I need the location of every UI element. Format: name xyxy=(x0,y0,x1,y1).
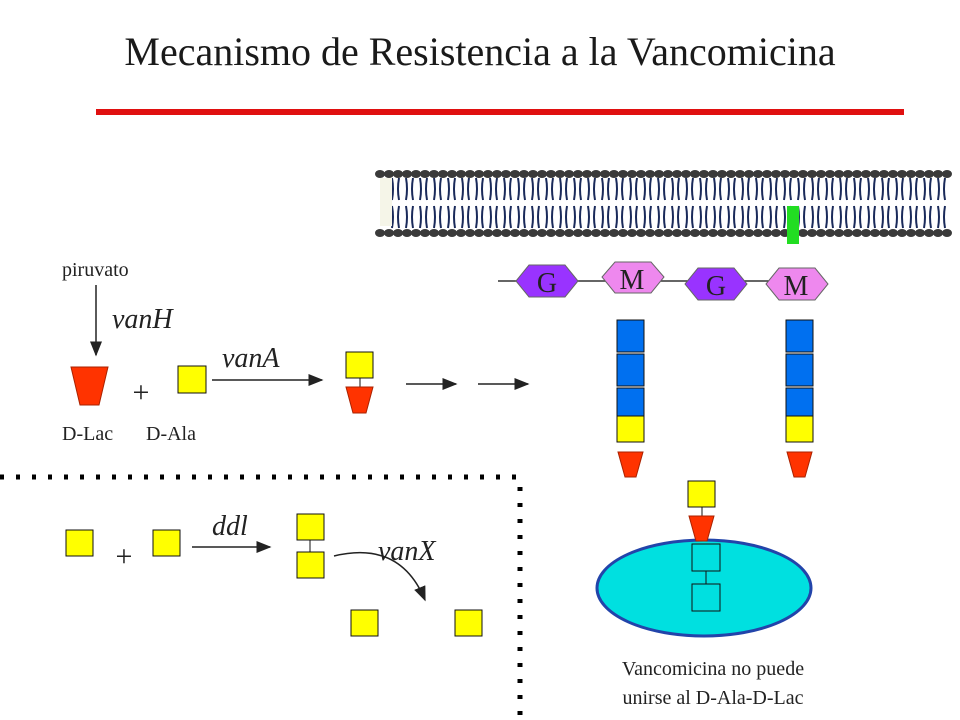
d-ala-product-2 xyxy=(454,609,483,637)
d-ala-product-1 xyxy=(350,609,379,637)
g-sugar-2-label: G xyxy=(706,271,726,302)
m-sugar-2-label: M xyxy=(784,271,809,302)
membrane-protein xyxy=(787,206,799,244)
d-ala-d-lac-lac xyxy=(345,386,374,414)
d-lac-shape xyxy=(70,366,109,406)
m-sugar-1-label: M xyxy=(620,265,645,296)
peptide-stem-1 xyxy=(616,319,645,478)
title-underline xyxy=(96,109,904,115)
m-sugar-1 xyxy=(601,261,665,294)
d-ala-label: D-Ala xyxy=(146,423,196,445)
d-ala-d-ala-top xyxy=(296,513,325,541)
cell-membrane xyxy=(375,168,952,244)
caption-line-1: Vancomicina no puede xyxy=(622,658,804,680)
d-lac-label: D-Lac xyxy=(62,423,113,445)
m-sugar-2 xyxy=(765,267,829,301)
d-ala-shape xyxy=(177,365,207,394)
plus-sign-2: + xyxy=(116,540,133,573)
g-sugar-1-label: G xyxy=(537,268,557,299)
d-ala-right xyxy=(152,529,181,557)
ddl-label: ddl xyxy=(212,511,248,542)
caption-line-2: unirse al D-Ala-D-Lac xyxy=(622,687,803,709)
vanH-label: vanH xyxy=(112,304,174,335)
page-title: Mecanismo de Resistencia a la Vancomicin… xyxy=(124,29,836,74)
vanA-label: vanA xyxy=(222,343,280,374)
pyruvate-label: piruvato xyxy=(62,259,129,281)
vanX-label: vanX xyxy=(378,536,436,567)
g-sugar-1 xyxy=(515,264,579,298)
d-ala-d-lac-ala xyxy=(345,351,374,379)
plus-sign-1: + xyxy=(133,376,150,409)
g-sugar-2 xyxy=(684,267,748,301)
peptidoglycan-backbone: G M G M xyxy=(498,261,829,302)
vancomycin-molecule xyxy=(595,480,813,638)
vanX-arrow xyxy=(333,552,426,602)
d-ala-d-ala-bottom xyxy=(296,551,325,579)
d-ala-left xyxy=(65,529,94,557)
peptide-stem-2 xyxy=(785,319,814,478)
